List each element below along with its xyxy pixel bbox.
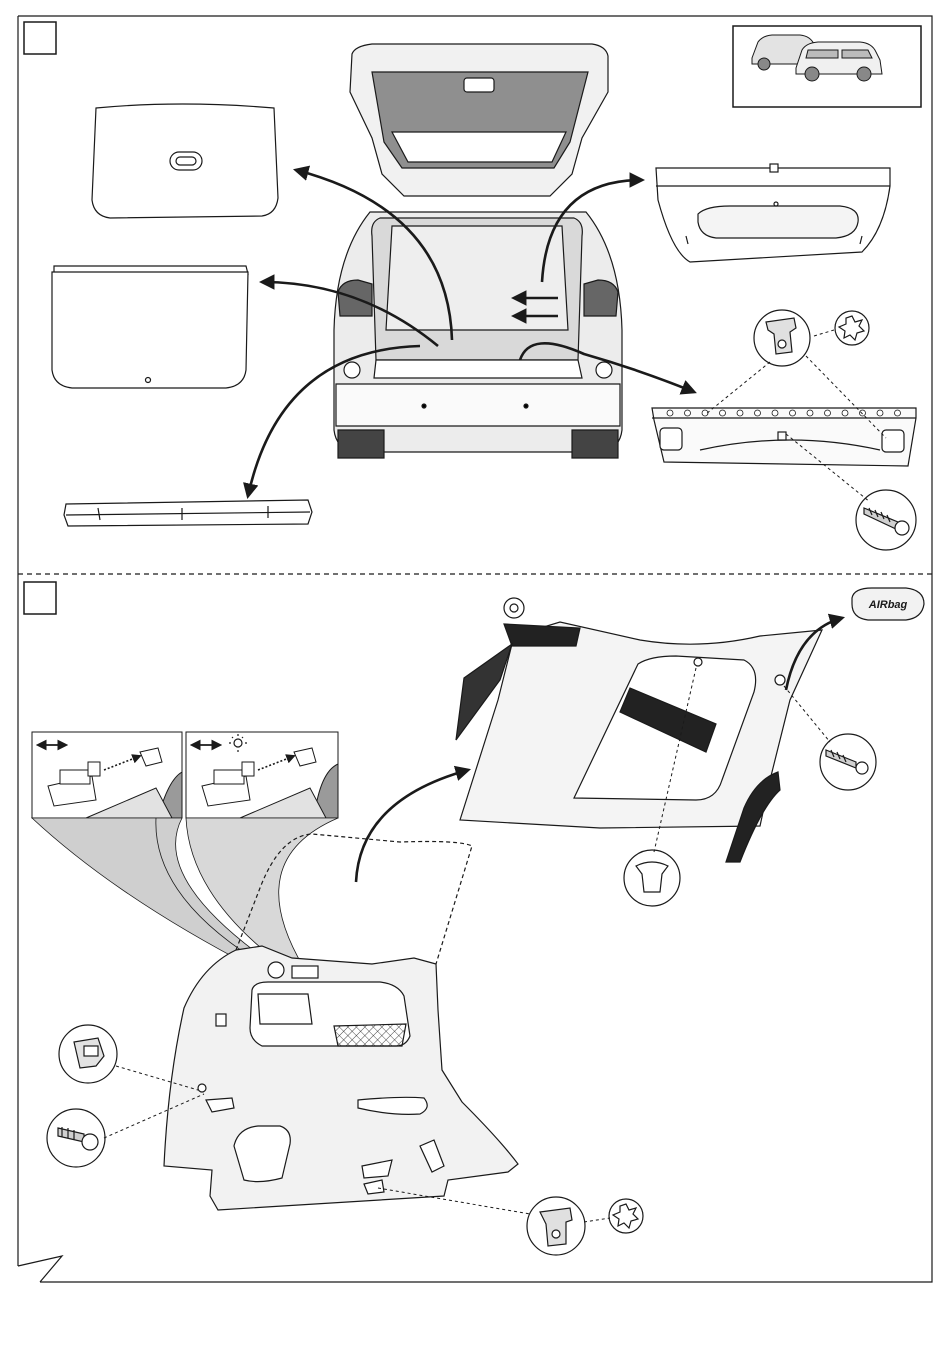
vehicle-reference-inset	[733, 26, 921, 107]
torx-screw-callout	[856, 490, 916, 550]
step-marker-2	[24, 582, 56, 614]
bumper-hole	[825, 410, 831, 416]
bumper-hole	[755, 410, 761, 416]
car-rear-open-hatch	[334, 44, 622, 458]
side-panel-trim	[164, 946, 518, 1210]
screw-callout-left	[47, 1109, 105, 1167]
bumper-hole	[807, 410, 813, 416]
bumper-hole	[685, 410, 691, 416]
rear-sill-trim	[64, 500, 312, 526]
bumper-hole	[667, 410, 673, 416]
bumper-hole	[860, 410, 866, 416]
parcel-shelf	[92, 104, 278, 218]
airbag-label: AIRbag	[868, 599, 908, 611]
step-marker-1	[24, 22, 56, 54]
magnify-fan	[32, 818, 338, 974]
fastener-clip-callout	[527, 1197, 585, 1255]
bumper-hole	[877, 410, 883, 416]
illuminated-lamp-connector-detail	[186, 732, 338, 818]
bumper-hole	[790, 410, 796, 416]
rear-bumper-trim-panel	[652, 408, 916, 466]
torx-bit-icon	[609, 1199, 643, 1233]
bumper-hole	[895, 410, 901, 416]
bumper-hole	[720, 410, 726, 416]
push-clip-callout	[754, 310, 810, 366]
bumper-hole	[772, 410, 778, 416]
lamp-connector-detail	[32, 732, 182, 818]
bumper-hole	[842, 410, 848, 416]
torx-bit-icon	[835, 311, 869, 345]
airbag-emblem: AIRbag	[852, 588, 924, 620]
clip-callout-center	[624, 850, 680, 906]
bumper-hole	[737, 410, 743, 416]
trunk-floor-cover	[52, 266, 248, 388]
rear-hatch-upper-trim	[656, 164, 890, 262]
screw-callout-right	[820, 734, 876, 790]
upper-pillar-trim	[456, 598, 822, 862]
clip-callout-left	[59, 1025, 117, 1083]
